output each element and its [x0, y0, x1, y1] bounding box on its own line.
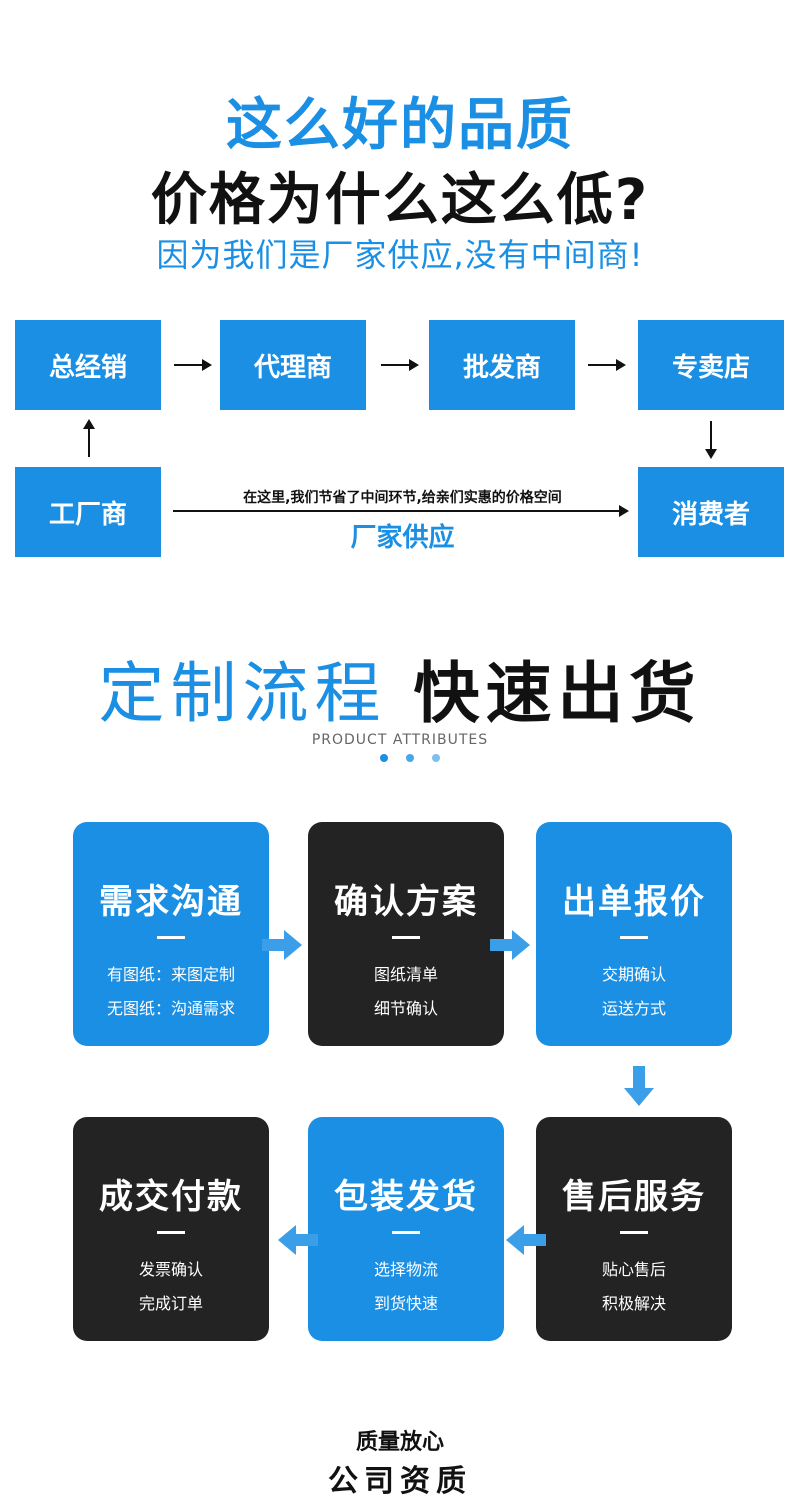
step-title: 包装发货: [334, 1177, 478, 1217]
step-divider: [392, 1231, 420, 1234]
decorative-dots: [380, 754, 440, 762]
headline-reason: 因为我们是厂家供应,没有中间商!: [156, 236, 644, 274]
process-title: 定制流程 快速出货: [0, 640, 800, 736]
step-divider: [392, 936, 420, 939]
step-divider: [157, 1231, 185, 1234]
step-detail: 到货快速: [373, 1294, 438, 1313]
step-divider: [620, 1231, 648, 1234]
step-detail: 完成订单: [138, 1294, 203, 1313]
arrow-up-icon: [83, 419, 95, 457]
chain-general-distributor: 总经销: [15, 320, 161, 410]
arrow-down-icon: [705, 421, 717, 459]
company-qualification-heading: 公司资质: [303, 1456, 497, 1500]
step-payment: 成交付款 发票确认 完成订单: [73, 1117, 269, 1341]
process-subtitle: PRODUCT ATTRIBUTES: [311, 732, 489, 748]
step-detail: 发票确认: [138, 1260, 203, 1279]
step-detail: 选择物流: [373, 1260, 438, 1279]
step-detail: 积极解决: [601, 1294, 666, 1313]
flow-arrow-right-icon: [262, 930, 302, 960]
arrow-right-icon: [588, 359, 626, 371]
step-requirement-communication: 需求沟通 有图纸：来图定制 无图纸：沟通需求: [73, 822, 269, 1046]
dot-icon: [380, 754, 388, 762]
factory-supply-label: 厂家供应: [350, 523, 455, 553]
chain-consumer: 消费者: [638, 467, 784, 557]
headline-price-question: 价格为什么这么低?: [150, 168, 650, 233]
step-divider: [157, 936, 185, 939]
step-title: 确认方案: [334, 882, 478, 922]
step-confirm-plan: 确认方案 图纸清单 细节确认: [308, 822, 504, 1046]
flow-arrow-right-icon: [490, 930, 530, 960]
arrow-right-icon: [381, 359, 419, 371]
step-title: 售后服务: [562, 1177, 706, 1217]
step-detail: 图纸清单: [373, 965, 438, 984]
step-title: 需求沟通: [99, 882, 243, 922]
step-title: 出单报价: [562, 882, 706, 922]
arrow-long-right-icon: [173, 505, 629, 517]
chain-agent: 代理商: [220, 320, 366, 410]
flow-arrow-down-icon: [624, 1066, 654, 1106]
step-detail: 交期确认: [601, 965, 666, 984]
savings-note: 在这里,我们节省了中间环节,给亲们实惠的价格空间: [243, 490, 562, 506]
dot-icon: [406, 754, 414, 762]
step-detail: 运送方式: [601, 999, 666, 1018]
step-quotation: 出单报价 交期确认 运送方式: [536, 822, 732, 1046]
step-after-sales: 售后服务 贴心售后 积极解决: [536, 1117, 732, 1341]
step-divider: [620, 936, 648, 939]
step-packaging-shipping: 包装发货 选择物流 到货快速: [308, 1117, 504, 1341]
arrow-right-icon: [174, 359, 212, 371]
flow-arrow-left-icon: [278, 1225, 318, 1255]
quality-assurance-label: 质量放心: [355, 1430, 444, 1455]
step-detail: 贴心售后: [601, 1260, 666, 1279]
headline-quality: 这么好的品质: [226, 93, 574, 158]
chain-specialty-store: 专卖店: [638, 320, 784, 410]
step-detail: 细节确认: [373, 999, 438, 1018]
dot-icon: [432, 754, 440, 762]
chain-wholesaler: 批发商: [429, 320, 575, 410]
chain-manufacturer: 工厂商: [15, 467, 161, 557]
step-detail: 有图纸：来图定制: [106, 965, 235, 984]
process-title-custom: 定制流程: [98, 655, 387, 732]
process-title-fast: 快速出货: [413, 655, 702, 732]
step-detail: 无图纸：沟通需求: [106, 999, 235, 1018]
step-title: 成交付款: [99, 1177, 243, 1217]
flow-arrow-left-icon: [506, 1225, 546, 1255]
